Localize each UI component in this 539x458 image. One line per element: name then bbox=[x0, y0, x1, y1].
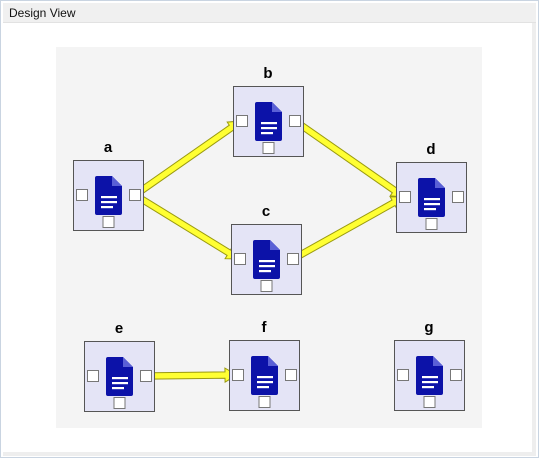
document-line bbox=[101, 206, 113, 209]
edge-c-to-d[interactable] bbox=[285, 196, 405, 267]
bottom-port[interactable] bbox=[262, 142, 275, 154]
document-line bbox=[261, 127, 277, 130]
document-line bbox=[112, 377, 128, 380]
document-line bbox=[257, 386, 269, 389]
document-fold bbox=[433, 356, 443, 366]
input-port[interactable] bbox=[236, 115, 248, 127]
document-line bbox=[422, 376, 438, 379]
output-port[interactable] bbox=[452, 191, 464, 203]
node-d[interactable]: d bbox=[396, 141, 467, 233]
bottom-port[interactable] bbox=[423, 396, 436, 408]
edge-arrow bbox=[150, 367, 238, 383]
document-line bbox=[261, 132, 273, 135]
edge-arrow bbox=[136, 120, 242, 196]
input-port[interactable] bbox=[232, 369, 244, 381]
document-line bbox=[112, 387, 124, 390]
node-a[interactable]: a bbox=[73, 139, 144, 231]
document-line bbox=[422, 386, 434, 389]
edge-b-to-d[interactable] bbox=[287, 113, 405, 198]
document-fold bbox=[112, 176, 122, 186]
output-port[interactable] bbox=[285, 369, 297, 381]
document-line bbox=[101, 196, 117, 199]
edge-arrow bbox=[296, 120, 405, 198]
document-fold bbox=[123, 357, 133, 367]
output-port[interactable] bbox=[140, 370, 152, 382]
edge-a-to-c[interactable] bbox=[127, 187, 240, 260]
document-icon bbox=[251, 356, 278, 395]
node-label: g bbox=[424, 319, 433, 336]
bottom-port[interactable] bbox=[260, 280, 273, 292]
document-icon bbox=[255, 102, 282, 141]
input-port[interactable] bbox=[76, 189, 88, 201]
output-port[interactable] bbox=[129, 189, 141, 201]
document-fold bbox=[268, 356, 278, 366]
bottom-port[interactable] bbox=[425, 218, 438, 230]
document-fold bbox=[272, 102, 282, 112]
output-port[interactable] bbox=[289, 115, 301, 127]
document-line bbox=[257, 376, 273, 379]
edge-arrow bbox=[295, 196, 405, 261]
node-b[interactable]: b bbox=[233, 65, 304, 157]
output-port[interactable] bbox=[450, 369, 462, 381]
document-line bbox=[259, 260, 275, 263]
input-port[interactable] bbox=[397, 369, 409, 381]
document-icon bbox=[418, 178, 445, 217]
input-port[interactable] bbox=[87, 370, 99, 382]
node-g[interactable]: g bbox=[394, 319, 465, 411]
document-icon bbox=[253, 240, 280, 279]
document-line bbox=[261, 122, 277, 125]
document-line bbox=[257, 381, 273, 384]
bottom-port[interactable] bbox=[102, 216, 115, 228]
node-label: e bbox=[115, 320, 123, 337]
document-line bbox=[424, 198, 440, 201]
node-c[interactable]: c bbox=[231, 203, 302, 295]
edge-arrow bbox=[136, 194, 240, 260]
document-fold bbox=[435, 178, 445, 188]
document-icon bbox=[106, 357, 133, 396]
document-line bbox=[424, 203, 440, 206]
document-line bbox=[101, 201, 117, 204]
bottom-port[interactable] bbox=[258, 396, 271, 408]
node-f[interactable]: f bbox=[229, 319, 300, 411]
node-label: b bbox=[263, 65, 272, 82]
document-icon bbox=[95, 176, 122, 215]
node-label: c bbox=[262, 203, 270, 220]
edge-a-to-b[interactable] bbox=[127, 120, 242, 203]
node-label: a bbox=[104, 139, 113, 156]
node-label: f bbox=[262, 319, 268, 336]
document-line bbox=[259, 270, 271, 273]
node-label: d bbox=[426, 141, 435, 158]
node-layer: a b c d e f g bbox=[73, 65, 467, 412]
document-line bbox=[259, 265, 275, 268]
title-bar: Design View bbox=[3, 3, 536, 23]
document-icon bbox=[416, 356, 443, 395]
document-line bbox=[112, 382, 128, 385]
document-line bbox=[422, 381, 438, 384]
bottom-port[interactable] bbox=[113, 397, 126, 409]
document-fold bbox=[270, 240, 280, 250]
node-e[interactable]: e bbox=[84, 320, 155, 412]
output-port[interactable] bbox=[287, 253, 299, 265]
input-port[interactable] bbox=[399, 191, 411, 203]
input-port[interactable] bbox=[234, 253, 246, 265]
document-line bbox=[424, 208, 436, 211]
window-title: Design View bbox=[9, 6, 76, 20]
